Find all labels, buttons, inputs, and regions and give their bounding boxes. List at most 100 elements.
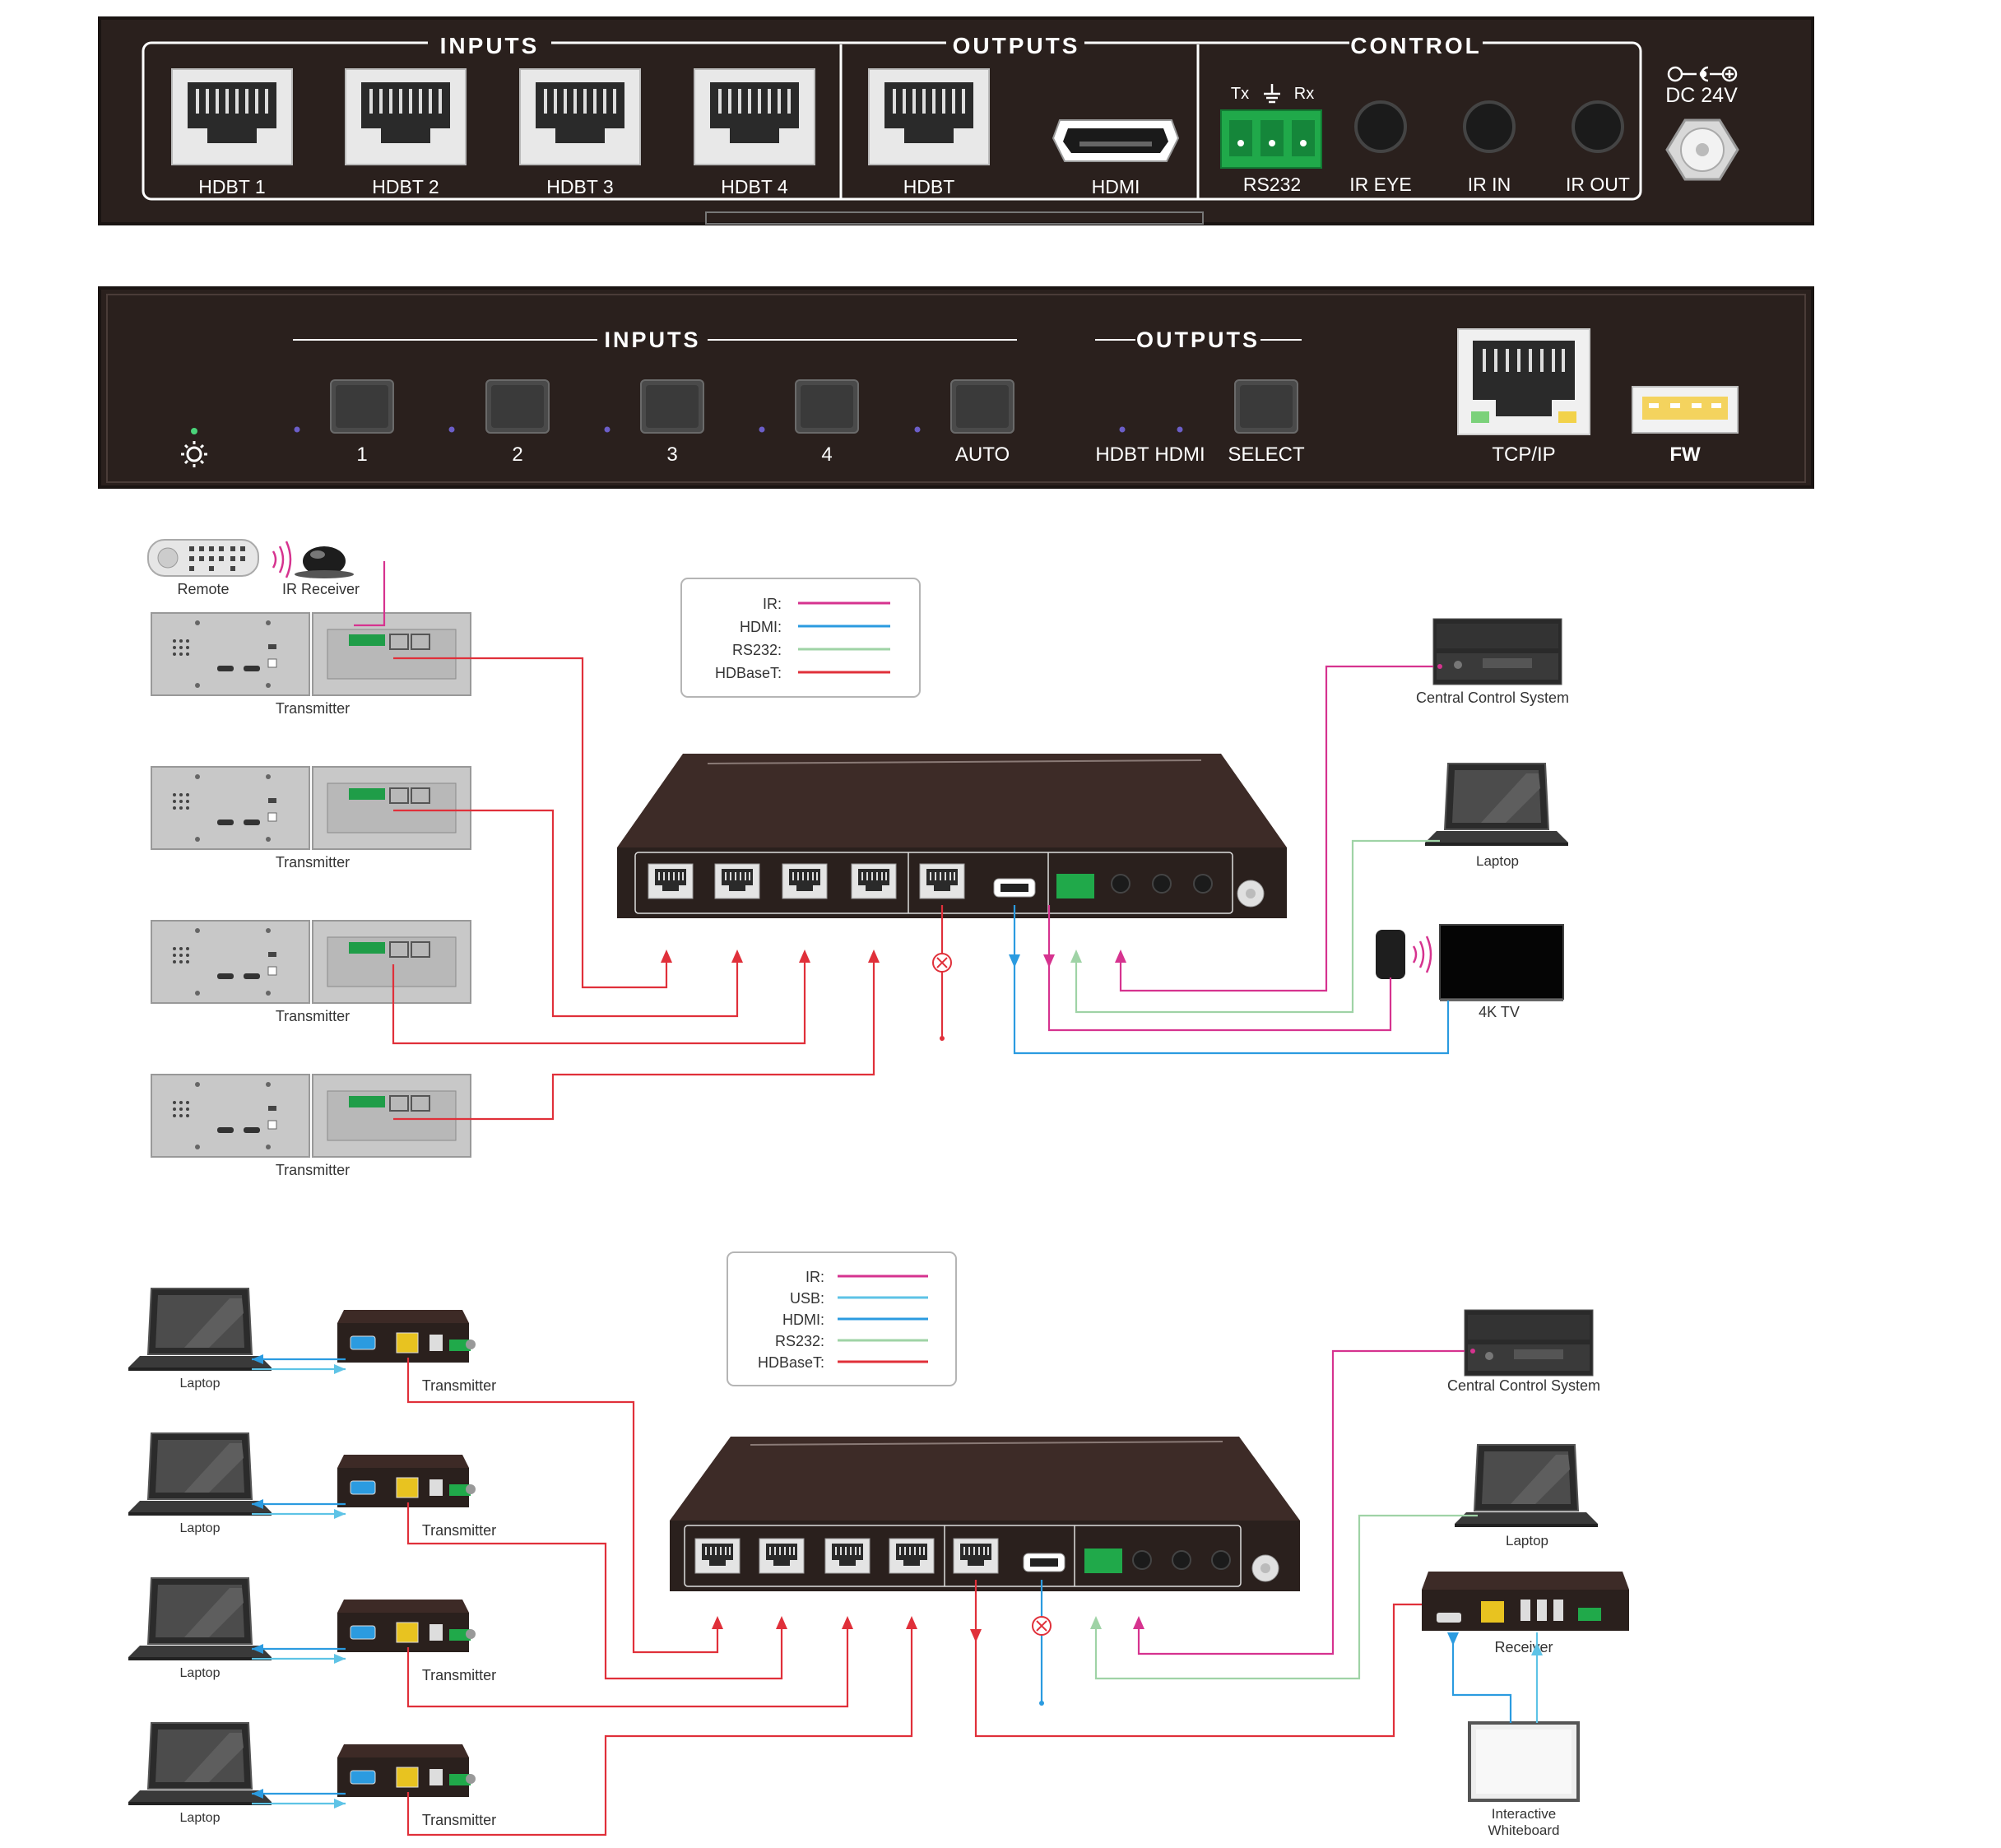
legend2-rs232-label: RS232: [775,1333,824,1349]
dc-power-jack[interactable] [1665,118,1739,181]
hdbt-2-port[interactable] [344,67,467,166]
central-control-1-label: Central Control System [1416,690,1569,706]
rear-label-ir-eye: IR EYE [1349,174,1411,195]
legend1-ir-label: IR: [763,596,782,612]
fw-usb-port[interactable] [1632,386,1739,434]
rear-label-hdbt-2: HDBT 2 [372,176,439,197]
diagram1-legend: IR: HDMI: RS232: HDBaseT: [680,578,921,698]
central-control-system-1 [1432,618,1562,685]
tv-label: 4K TV [1479,1004,1520,1020]
transmitter-box-4 [337,1744,476,1798]
laptop-left-4-label: Laptop [180,1811,221,1825]
auto-led [914,426,921,433]
rear-panel-foot [705,211,1204,225]
rs232-terminal[interactable] [1220,109,1322,169]
laptop-right-2-label: Laptop [1506,1533,1548,1549]
hdbt-output-port[interactable] [867,67,991,166]
input-3-button[interactable] [640,379,704,434]
rear-label-rs232: RS232 [1243,174,1301,195]
power-brightness-icon [181,441,207,467]
ir-receiver [295,546,354,578]
central-control-2-label: Central Control System [1447,1377,1600,1394]
transmitter-box-1-label: Transmitter [422,1377,496,1394]
transmitter-box-4-label: Transmitter [422,1812,496,1828]
ir-signal-icon [272,541,292,578]
laptop-left-2-label: Laptop [180,1521,221,1535]
ir-out-jack[interactable] [1572,100,1624,153]
hdbt-output-led [1119,426,1126,433]
indicator-label-hdmi: HDMI [1154,443,1205,466]
hdmi-output-port[interactable] [1052,119,1180,162]
front-panel: INPUTS OUTPUTS 1 2 3 4 AUTO HDBT HDMI SE… [98,286,1814,489]
cable-arrows-diagram1 [661,664,1442,1041]
button-label-3: 3 [666,443,677,466]
diagram-1: IR: HDMI: RS232: HDBaseT: Remote IR Rece… [147,539,1569,1178]
transmitter-box-2 [337,1454,476,1508]
laptop-left-3 [128,1577,272,1661]
remote-label: Remote [177,581,229,597]
laptop-left-1 [128,1288,272,1372]
input-2-led [448,426,455,433]
central-control-system-2 [1464,1309,1594,1377]
power-led [191,428,197,434]
dc-24v-label: DC 24V [1665,84,1738,107]
rear-inputs-heading: INPUTS [440,33,540,58]
laptop-left-4 [128,1722,272,1806]
remote-control [147,539,259,577]
transmitter-1-label: Transmitter [276,700,350,717]
diagram-2: IR: USB: HDMI: RS232: HDBaseT: Laptop La… [128,1251,1629,1838]
laptop-1-right [1424,763,1569,847]
rear-label-hdbt-1: HDBT 1 [198,176,265,197]
fw-label: FW [1669,443,1701,466]
tcp-ip-label: TCP/IP [1492,443,1555,466]
front-inputs-heading: INPUTS [604,327,700,352]
hdbt-4-port[interactable] [693,67,816,166]
rear-label-ir-in: IR IN [1468,174,1511,195]
transmitter-3-label: Transmitter [276,1008,350,1024]
receiver-label: Receiver [1494,1639,1553,1655]
diagram2-legend: IR: USB: HDMI: RS232: HDBaseT: [727,1251,957,1386]
legend2-hdmi-label: HDMI: [782,1312,824,1328]
rs232-rx-label: Rx [1294,85,1314,103]
input-1-led [294,426,300,433]
tcp-ip-port[interactable] [1457,328,1590,435]
transmitter-box-2-label: Transmitter [422,1522,496,1539]
whiteboard-label-line2: Whiteboard [1488,1822,1560,1838]
transmitter-1 [151,612,471,696]
rear-outputs-heading: OUTPUTS [953,33,1080,58]
transmitter-2-label: Transmitter [276,854,350,871]
ir-eye-jack[interactable] [1354,100,1407,153]
transmitter-box-1 [337,1309,476,1363]
transmitter-3 [151,920,471,1004]
legend2-hdbaset-label: HDBaseT: [758,1354,824,1371]
input-4-led [759,426,765,433]
tv-4k [1439,924,1564,1001]
button-label-2: 2 [512,443,522,466]
laptop-left-1-label: Laptop [180,1377,221,1391]
matrix-switcher-2 [670,1437,1300,1591]
select-button[interactable] [1234,379,1298,434]
transmitter-box-3 [337,1599,476,1653]
indicator-label-hdbt: HDBT [1095,443,1149,466]
select-label: SELECT [1228,443,1305,466]
cable-arrows-diagram2 [252,1349,1543,1809]
auto-button[interactable] [950,379,1014,434]
interactive-whiteboard [1468,1721,1580,1802]
hdbt-1-port[interactable] [170,67,294,166]
input-4-button[interactable] [795,379,859,434]
ir-in-jack[interactable] [1463,100,1516,153]
hdbt-3-port[interactable] [518,67,642,166]
input-1-button[interactable] [330,379,394,434]
transmitter-2 [151,766,471,850]
legend1-hdmi-label: HDMI: [740,619,782,635]
legend2-ir-label: IR: [806,1269,824,1285]
ir-emitter-icon [1376,930,1432,979]
hdmi-output-led [1177,426,1183,433]
input-3-led [604,426,611,433]
input-2-button[interactable] [485,379,550,434]
ground-icon [1264,84,1280,104]
laptop-left-2 [128,1432,272,1516]
legend1-hdbaset-label: HDBaseT: [715,665,782,681]
laptop-left-3-label: Laptop [180,1666,221,1680]
rear-control-heading: CONTROL [1350,33,1481,58]
